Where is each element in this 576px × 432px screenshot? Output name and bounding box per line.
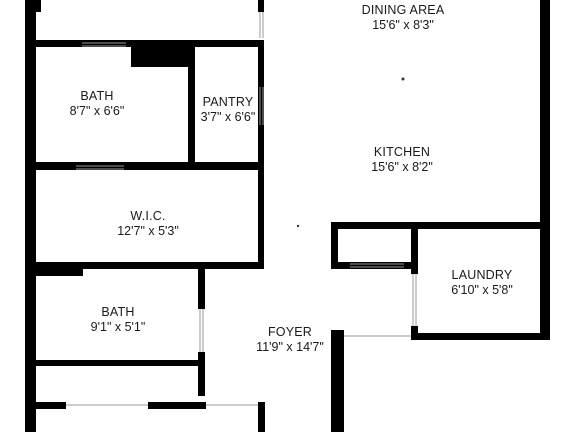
room-kitchen-dims: 15'6" x 8'2"	[371, 160, 433, 174]
room-foyer-dims: 11'9" x 14'7"	[256, 340, 324, 354]
wall-wic-bottom	[36, 262, 264, 269]
ceiling-mark-foyer	[296, 224, 300, 228]
room-bath2-dims: 9'1" x 5'1"	[90, 320, 146, 334]
ceiling-mark-kitchen	[401, 77, 405, 81]
wall-bath1-top-block	[131, 43, 192, 67]
wall-wic-bottom-block	[36, 262, 83, 276]
room-bath-1: BATH 8'7" x 6'6"	[70, 89, 125, 119]
room-laundry: LAUNDRY 6'10" x 5'8"	[451, 268, 513, 298]
wall-bath2-right	[198, 265, 205, 309]
wall-dining-left	[258, 0, 264, 12]
room-pantry: PANTRY 3'7" x 6'6"	[201, 95, 256, 125]
wall-east-outer	[540, 0, 550, 228]
ceiling-marks	[296, 77, 405, 228]
room-bath1-name: BATH	[80, 89, 114, 103]
doors-windows	[66, 12, 417, 406]
wall-bath2-bottom	[36, 360, 205, 366]
wall-east-lower	[540, 222, 550, 340]
room-laundry-name: LAUNDRY	[451, 268, 513, 282]
wall-bath1-pantry	[188, 43, 195, 166]
room-dining-area: DINING AREA 15'6" x 8'3"	[362, 3, 445, 33]
wall-west-outer	[25, 0, 36, 432]
wall-bottom-room-mid	[148, 402, 206, 409]
wall-laundry-left	[411, 222, 418, 274]
wall-utility-top	[331, 222, 550, 229]
room-bath-2: BATH 9'1" x 5'1"	[91, 305, 146, 335]
wall-top-corner	[36, 0, 41, 12]
wall-foyer-right	[331, 330, 344, 432]
walls	[25, 0, 550, 432]
wall-bottom-room-right	[258, 402, 265, 432]
wall-bottom-room-left	[36, 402, 66, 409]
room-kitchen: KITCHEN 15'6" x 8'2"	[371, 145, 433, 175]
room-kitchen-name: KITCHEN	[373, 145, 431, 159]
room-wic: W.I.C. 12'7" x 5'3"	[117, 209, 179, 239]
room-dining-name: DINING AREA	[361, 3, 445, 17]
room-foyer: FOYER 11'9" x 14'7"	[256, 325, 324, 355]
room-pantry-dims: 3'7" x 6'6"	[200, 110, 256, 124]
wall-laundry-bottom	[411, 333, 550, 340]
room-pantry-name: PANTRY	[202, 95, 254, 109]
wall-bath2-right-lower	[198, 352, 205, 396]
room-foyer-name: FOYER	[267, 325, 313, 339]
room-bath1-dims: 8'7" x 6'6"	[69, 104, 125, 118]
room-dining-dims: 15'6" x 8'3"	[372, 18, 434, 32]
wall-utility-left	[331, 222, 338, 268]
room-wic-dims: 12'7" x 5'3"	[117, 224, 179, 238]
room-laundry-dims: 6'10" x 5'8"	[451, 283, 513, 297]
wall-pantry-right	[258, 43, 264, 165]
room-bath2-name: BATH	[101, 305, 135, 319]
room-wic-name: W.I.C.	[130, 209, 166, 223]
wall-bath1-bottom	[36, 162, 264, 170]
wall-wic-right	[258, 162, 264, 268]
wall-utility-bottom	[331, 262, 411, 269]
